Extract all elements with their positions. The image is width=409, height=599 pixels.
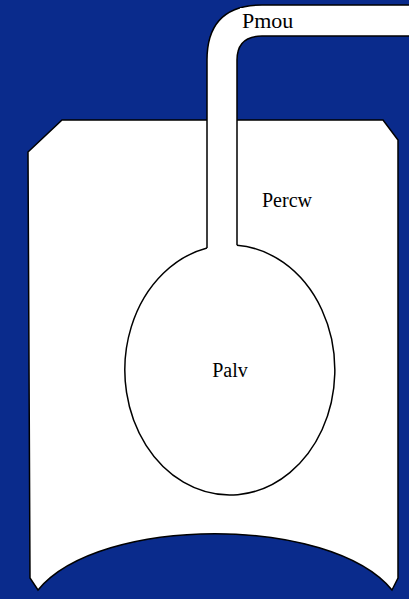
pressure-label: Percw [262, 188, 312, 212]
chest-wall-border [28, 120, 398, 590]
alveolus-border [125, 245, 335, 495]
pressure-label: Pmou [240, 8, 295, 34]
airway-fill [207, 5, 409, 250]
chest-wall: Palv Percw [25, 116, 400, 594]
airway-wall [237, 36, 409, 245]
alveolus: Palv [123, 243, 337, 497]
airway-wall [207, 5, 409, 248]
chest-wall-outline [25, 116, 400, 594]
pressure-label: Palv [212, 358, 248, 382]
alveolus-fill [125, 245, 335, 495]
